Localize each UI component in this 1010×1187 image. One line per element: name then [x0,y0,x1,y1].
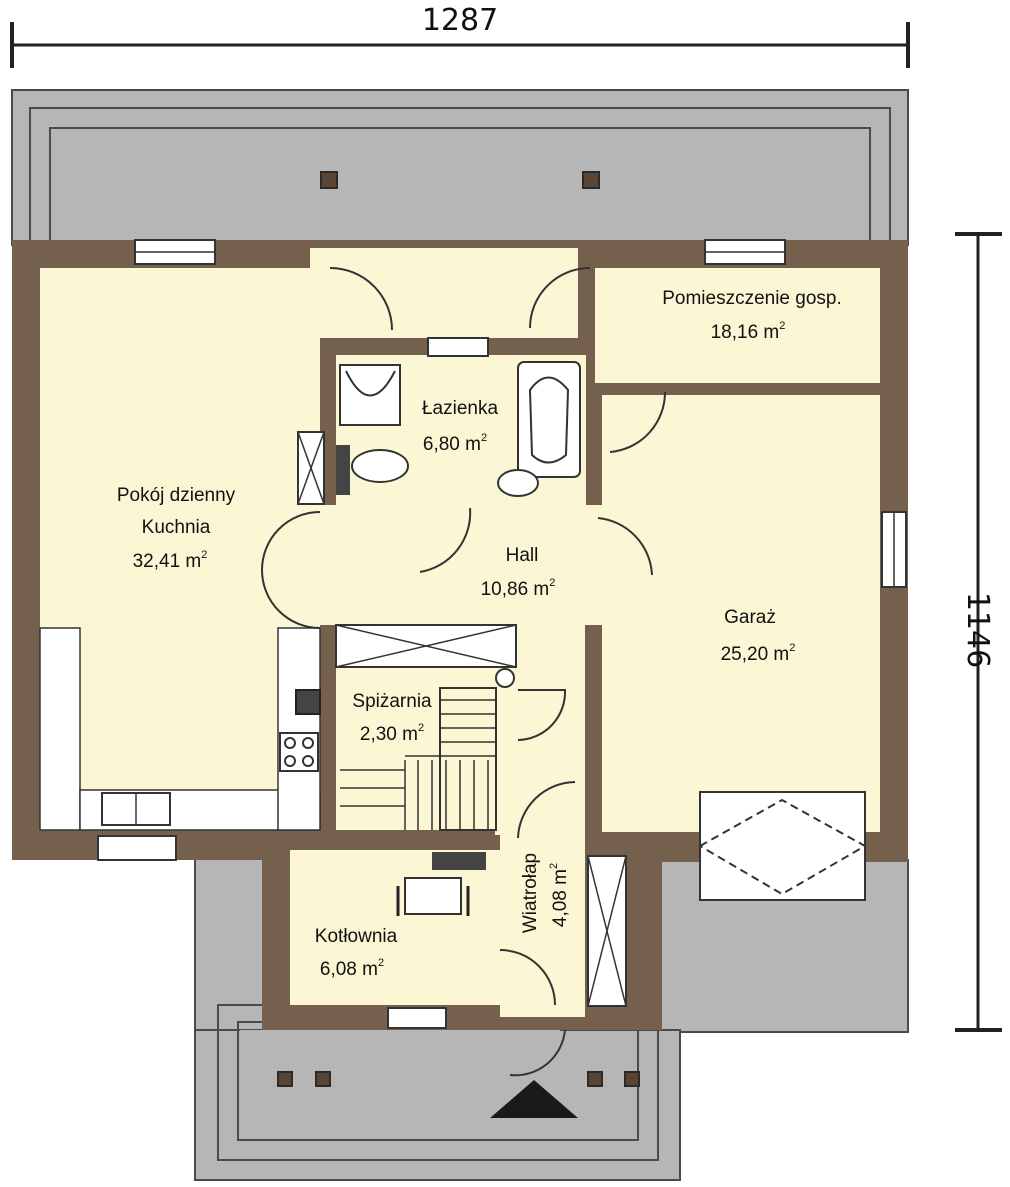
vestibule-name: Wiatrołap [520,853,541,933]
chimney-vent-2 [582,171,600,189]
hall-name: Hall [506,545,539,566]
boiler-fixtures [396,852,486,916]
room-labels: Pokój dzienny Kuchnia 32,41 m2 Łazienka … [117,288,842,980]
garage-name: Garaż [724,607,776,628]
bathroom-name: Łazienka [422,398,498,419]
width-label: 1287 [422,3,498,38]
stove-icon [279,732,319,772]
boiler-room-area: 6,08 m2 [320,957,384,980]
height-dimension: 1146 [955,232,1002,1032]
pantry-name: Spiżarnia [352,691,432,712]
hall-area: 10,86 m2 [481,577,556,600]
kitchen-name: Kuchnia [142,517,211,538]
washbasin-icon [497,469,539,497]
boiler-icon [404,877,462,915]
vestibule-area: 4,08 m2 [548,863,571,927]
height-label: 1146 [960,592,995,668]
width-dimension: 1287 [10,3,910,68]
chimney-vent-1 [320,171,338,189]
roof-top [11,89,909,246]
utility-room-name: Pomieszczenie gosp. [662,288,842,309]
living-room-name: Pokój dzienny [117,485,236,506]
pantry-area: 2,30 m2 [360,722,424,745]
bathroom-fixtures [336,361,581,497]
windows [97,239,907,1029]
living-room-area: 32,41 m2 [133,549,208,572]
utility-room-area: 18,16 m2 [711,320,786,343]
roof-bottom [194,854,909,1181]
staircase [335,624,517,831]
entrance-arrow-icon [490,1080,578,1118]
door-swings [261,267,667,1077]
garage-area: 25,20 m2 [721,642,796,665]
kitchen-counter [39,627,321,831]
vestibule-closet [587,855,627,1007]
garage-door [697,791,868,901]
toilet-icon [351,449,409,483]
boiler-room-name: Kotłownia [315,926,398,947]
bathroom-area: 6,80 m2 [423,432,487,455]
